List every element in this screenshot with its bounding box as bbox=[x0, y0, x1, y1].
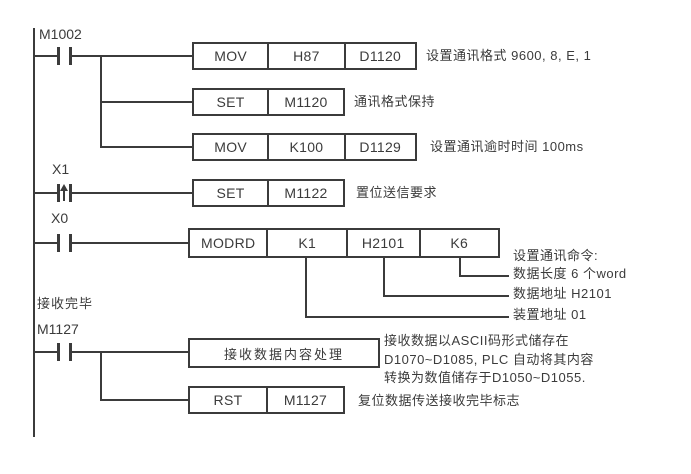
instruction-box-process-data: 接收数据内容处理 bbox=[188, 338, 380, 368]
leader-line-h2101 bbox=[383, 256, 385, 297]
comment-device-address: 装置地址 01 bbox=[513, 307, 587, 322]
comment-line: D1070~D1085, PLC 自动将其内容 bbox=[384, 351, 594, 367]
wire-rung6 bbox=[33, 351, 188, 353]
contact-bar bbox=[57, 47, 60, 65]
contact-bar bbox=[69, 184, 72, 202]
operand-cell: D1120 bbox=[343, 44, 415, 68]
wire-rung7 bbox=[100, 399, 188, 401]
opcode-cell: SET bbox=[216, 94, 245, 110]
operand-cell: H87 bbox=[267, 44, 343, 68]
leader-line-k6 bbox=[459, 275, 509, 277]
opcode-cell: MOV bbox=[214, 48, 248, 64]
rising-edge-arrow-stem bbox=[63, 190, 66, 201]
contact-bar bbox=[57, 343, 60, 361]
contact-label-x0: X0 bbox=[51, 210, 69, 226]
contact-label-m1127: M1127 bbox=[37, 321, 79, 337]
contact-bar bbox=[69, 47, 72, 65]
wire-rung3 bbox=[100, 146, 192, 148]
comment-comm-format: 设置通讯格式 9600, 8, E, 1 bbox=[426, 48, 592, 63]
operand-cell: M1127 bbox=[265, 388, 343, 412]
contact-gap bbox=[59, 351, 69, 353]
contact-gap bbox=[59, 242, 69, 244]
instruction-box-mov-h87: MOV H87 D1120 bbox=[192, 42, 417, 70]
comment-send-request: 置位送信要求 bbox=[356, 185, 438, 200]
comment-comm-command-title: 设置通讯命令: bbox=[513, 248, 599, 263]
leader-line-k1 bbox=[305, 316, 509, 318]
opcode-cell: MODRD bbox=[201, 235, 256, 251]
comment-reset-flag: 复位数据传送接收完毕标志 bbox=[358, 393, 521, 408]
instruction-box-mov-k100: MOV K100 D1129 bbox=[192, 133, 417, 161]
contact-label-x1: X1 bbox=[52, 161, 70, 177]
comment-data-address: 数据地址 H2101 bbox=[513, 286, 612, 301]
wire-rung1 bbox=[33, 55, 192, 57]
operand-cell: M1122 bbox=[267, 181, 343, 205]
operand-cell: D1129 bbox=[343, 135, 415, 159]
comment-ascii-storage: 接收数据以ASCII码形式储存在 D1070~D1085, PLC 自动将其内容… bbox=[384, 332, 594, 388]
opcode-cell: RST bbox=[213, 392, 243, 408]
wire-rung2 bbox=[100, 101, 192, 103]
contact-bar bbox=[57, 184, 60, 202]
contact-label-m1002: M1002 bbox=[39, 26, 82, 42]
operand-cell: K6 bbox=[418, 230, 498, 256]
opcode-cell: SET bbox=[216, 185, 245, 201]
comment-format-hold: 通讯格式保持 bbox=[354, 94, 436, 109]
wire-rung5 bbox=[33, 242, 188, 244]
rising-edge-arrow-icon bbox=[59, 184, 68, 191]
left-power-rail bbox=[33, 28, 35, 437]
instruction-box-set-m1122: SET M1122 bbox=[192, 179, 345, 207]
process-label-cell: 接收数据内容处理 bbox=[223, 346, 344, 362]
wire-branch2 bbox=[100, 351, 102, 401]
contact-bar bbox=[57, 234, 60, 252]
contact-bar bbox=[69, 343, 72, 361]
operand-cell: M1120 bbox=[267, 90, 343, 114]
leader-line-h2101 bbox=[383, 295, 509, 297]
contact-gap bbox=[59, 55, 69, 57]
comment-data-length: 数据长度 6 个word bbox=[513, 266, 627, 281]
instruction-box-rst-m1127: RST M1127 bbox=[188, 386, 345, 414]
opcode-cell: MOV bbox=[214, 139, 248, 155]
operand-cell: H2101 bbox=[345, 230, 419, 256]
contact-prelabel-receive-done: 接收完毕 bbox=[37, 296, 94, 311]
instruction-box-set-m1120: SET M1120 bbox=[192, 88, 345, 116]
wire-rung4 bbox=[33, 192, 192, 194]
instruction-box-modrd: MODRD K1 H2101 K6 bbox=[188, 228, 500, 258]
operand-cell: K100 bbox=[267, 135, 343, 159]
contact-bar bbox=[69, 234, 72, 252]
comment-line: 转换为数值储存于D1050~D1055. bbox=[384, 370, 586, 385]
operand-cell: K1 bbox=[266, 230, 345, 256]
leader-line-k6 bbox=[459, 256, 461, 277]
leader-line-k1 bbox=[305, 256, 307, 318]
comment-line: 接收数据以ASCII码形式储存在 bbox=[384, 333, 569, 348]
comment-timeout: 设置通讯逾时时间 100ms bbox=[430, 139, 584, 154]
